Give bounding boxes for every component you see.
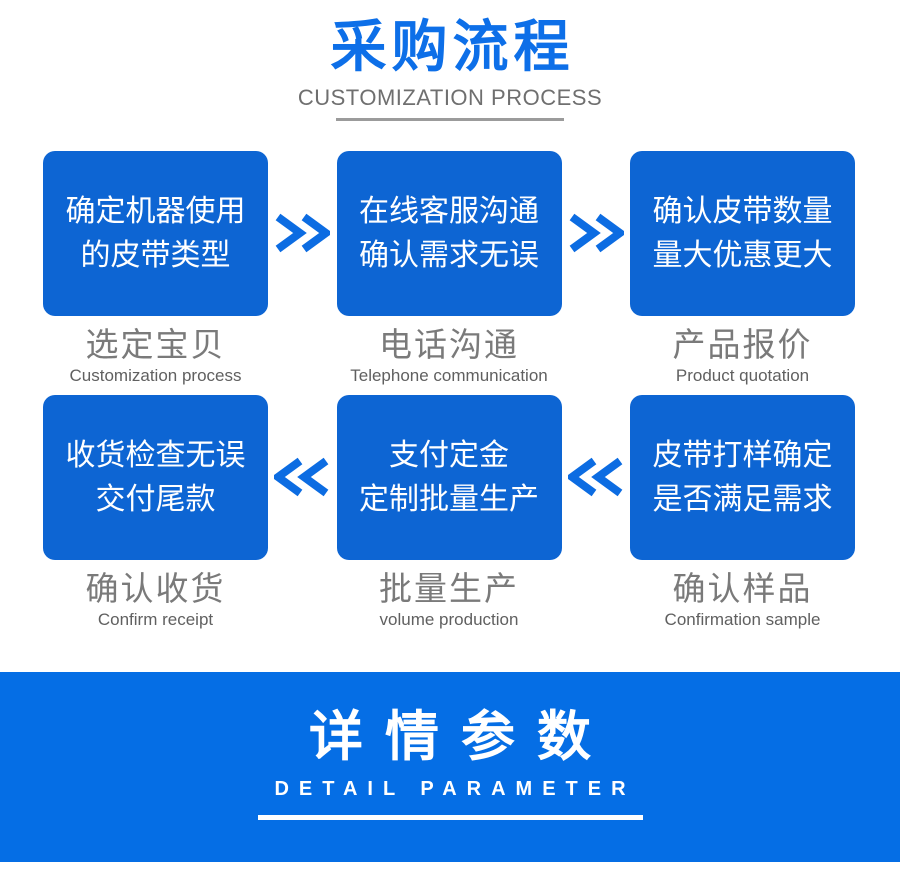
step-box-line: 收货检查无误: [65, 438, 246, 472]
step-box-line: 交付尾款: [95, 482, 216, 516]
step-label-zh: 确认收货: [85, 570, 226, 607]
step-box: 支付定金 定制批量生产: [336, 395, 562, 560]
section-header: 采购流程 CUSTOMIZATION PROCESS: [0, 0, 900, 121]
step-label-zh: 批量生产: [379, 570, 519, 607]
double-chevron-left-icon: [268, 457, 337, 497]
step-label-zh: 电话沟通: [379, 326, 519, 363]
banner-title: 详情参数: [309, 707, 613, 767]
step-box-line: 的皮带类型: [80, 238, 231, 272]
step-box-line: 定制批量生产: [359, 482, 539, 516]
step-box-line: 是否满足需求: [652, 482, 833, 516]
step-box-line: 量大优惠更大: [652, 238, 833, 272]
process-step-1: 确定机器使用 的皮带类型 选定宝贝 Customization process: [43, 151, 268, 385]
step-label-zh: 选定宝贝: [85, 326, 226, 363]
step-box-line: 在线客服沟通: [359, 194, 539, 228]
process-flow: 确定机器使用 的皮带类型 选定宝贝 Customization process …: [0, 151, 900, 629]
section-subtitle: CUSTOMIZATION PROCESS: [297, 85, 603, 110]
process-step-2: 在线客服沟通 确认需求无误 电话沟通 Telephone communicati…: [336, 151, 562, 385]
page-title: 采购流程: [330, 15, 575, 78]
process-step-3: 确认皮带数量 量大优惠更大 产品报价 Product quotation: [630, 151, 855, 385]
process-step-4: 皮带打样确定 是否满足需求 确认样品 Confirmation sample: [630, 395, 855, 629]
double-chevron-left-icon: [562, 457, 631, 497]
step-label-en: Telephone communication: [350, 366, 548, 385]
process-step-5: 支付定金 定制批量生产 批量生产 volume production: [336, 395, 562, 629]
banner-underline: [257, 815, 643, 820]
step-label-zh: 产品报价: [672, 326, 813, 363]
step-box: 皮带打样确定 是否满足需求: [630, 395, 855, 560]
step-box-line: 确认需求无误: [359, 238, 539, 272]
step-box: 收货检查无误 交付尾款: [43, 395, 268, 560]
step-box-line: 确定机器使用: [65, 194, 246, 228]
step-box-line: 皮带打样确定: [652, 438, 833, 472]
process-row-bottom: 收货检查无误 交付尾款 确认收货 Confirm receipt 支付定金 定制…: [0, 395, 900, 629]
detail-parameter-banner: 详情参数 DETAIL PARAMETER: [0, 672, 900, 862]
step-box-line: 确认皮带数量: [652, 194, 833, 228]
step-label-en: Confirm receipt: [97, 610, 214, 629]
step-label-zh: 确认样品: [672, 570, 813, 607]
subtitle-underline: [336, 118, 564, 121]
step-label-en: volume production: [379, 610, 519, 629]
double-chevron-right-icon: [562, 213, 631, 253]
step-box: 确认皮带数量 量大优惠更大: [630, 151, 855, 316]
double-chevron-right-icon: [268, 213, 337, 253]
step-box-line: 支付定金: [389, 438, 509, 472]
step-label-en: Confirmation sample: [664, 610, 821, 629]
process-step-6: 收货检查无误 交付尾款 确认收货 Confirm receipt: [43, 395, 268, 629]
process-row-top: 确定机器使用 的皮带类型 选定宝贝 Customization process …: [0, 151, 900, 385]
step-box: 在线客服沟通 确认需求无误: [336, 151, 562, 316]
banner-subtitle: DETAIL PARAMETER: [274, 778, 636, 800]
step-label-en: Product quotation: [675, 366, 810, 385]
step-label-en: Customization process: [69, 366, 242, 385]
step-box: 确定机器使用 的皮带类型: [43, 151, 268, 316]
